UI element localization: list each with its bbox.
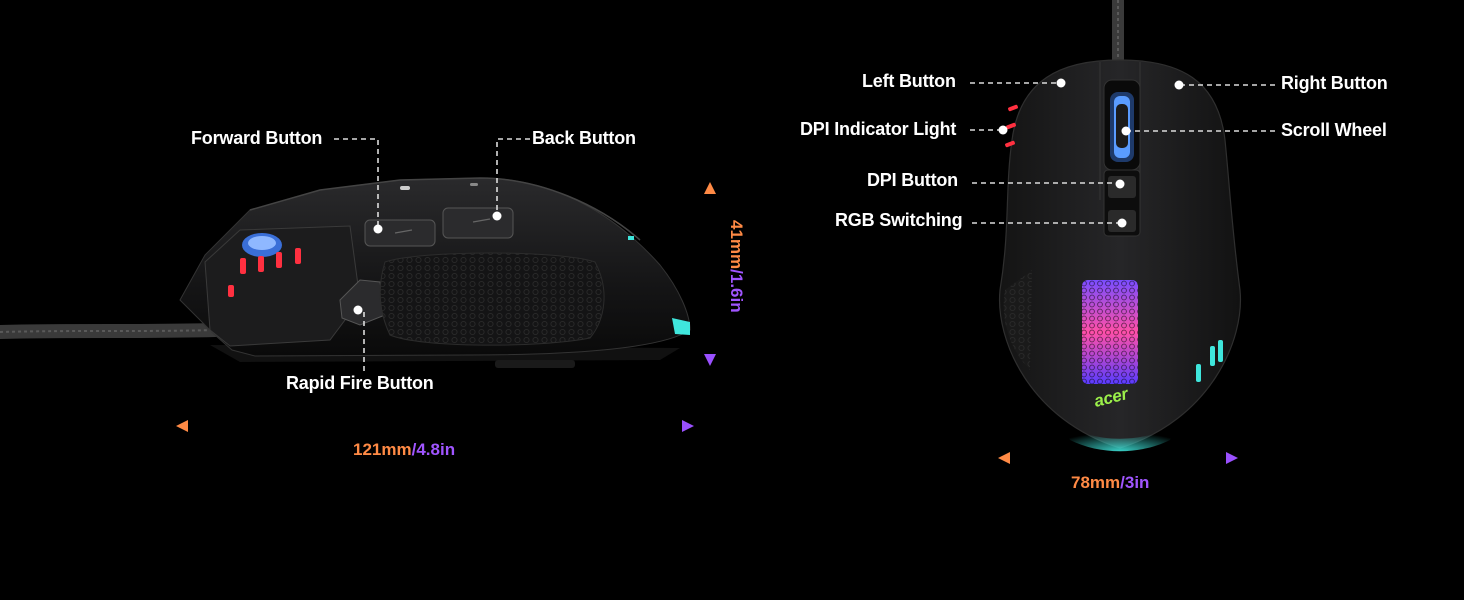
height-mm: 41mm [727,220,746,270]
side-view-mouse [0,177,691,368]
side-callout-dots [353,211,502,315]
height-in: /1.6in [727,269,746,313]
length-in: /4.8in [411,440,456,459]
side-callout-lines [334,138,530,372]
label-back-button: Back Button [532,128,636,148]
label-right-button: Right Button [1281,73,1388,93]
top-callout-lines [970,82,1276,224]
label-forward-button: Forward Button [191,128,323,148]
side-height-arrow [704,182,716,366]
label-left-button: Left Button [862,71,956,91]
top-width-arrow [998,452,1238,464]
label-rgb-switching: RGB Switching [835,210,963,230]
length-mm: 121mm [353,440,412,459]
side-length-arrow [176,420,694,432]
label-dpi-indicator-light: DPI Indicator Light [800,119,957,139]
side-length-label: 121mm/4.8in [353,440,455,460]
top-view-mouse [998,0,1242,452]
side-height-label: 41mm/1.6in [726,220,746,313]
width-mm: 78mm [1071,473,1121,492]
top-width-label: 78mm/3in [1071,473,1149,493]
label-dpi-button: DPI Button [867,170,958,190]
width-in: /3in [1120,473,1150,492]
label-rapid-fire-button: Rapid Fire Button [286,373,434,393]
top-callout-dots [998,78,1184,228]
label-scroll-wheel: Scroll Wheel [1281,120,1387,140]
